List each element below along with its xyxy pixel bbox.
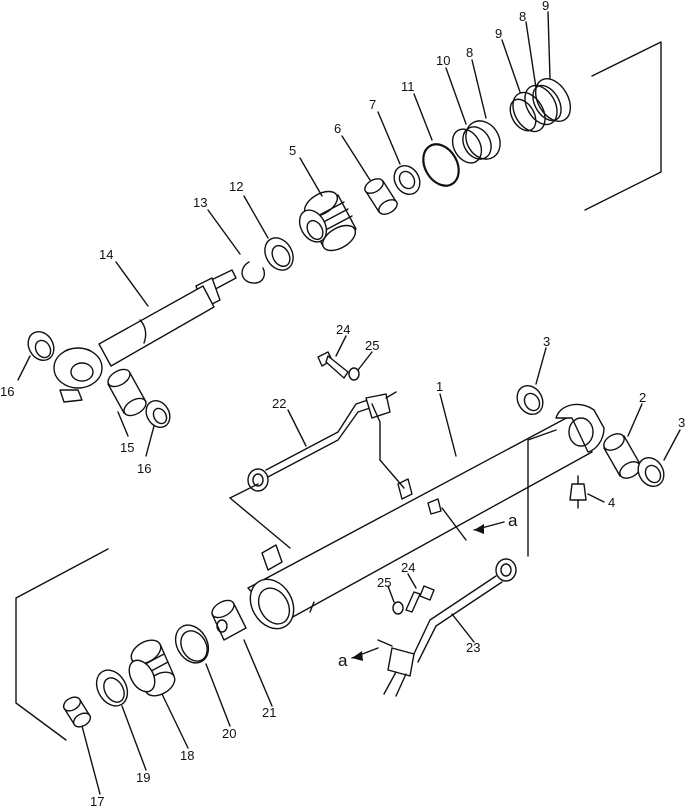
part-20-ring [174,624,210,664]
callout-8-b: 8 [466,45,473,60]
part-7-bearing-ring [393,164,421,196]
callout-3-b: 3 [678,415,685,430]
part-9-ring-b [509,91,546,133]
part-2-bushing [603,433,641,479]
part-3-seal-right-a [516,384,544,416]
callout-25-a: 25 [365,338,379,353]
part-3-seal-right-b [637,456,665,488]
callout-3-a: 3 [543,334,550,349]
part-12-ring [264,237,294,271]
reference-arrow-a-lower [351,647,379,661]
callout-9-a: 9 [542,0,549,13]
part-6-bushing [364,178,398,215]
callout-21: 21 [262,705,276,720]
callout-7: 7 [369,97,376,112]
part-1-cylinder-tube [247,403,605,630]
part-17-ring [62,696,92,728]
part-8-ring-a [524,84,558,126]
callout-2: 2 [639,390,646,405]
reference-marker-a-lower: a [338,651,348,670]
callout-18: 18 [180,748,194,763]
part-21-nut [211,599,247,641]
part-24-bolt-top [317,351,349,379]
callout-14: 14 [99,247,113,262]
callout-23: 23 [466,640,480,655]
lower-assembly-bracket [15,548,109,741]
callout-16-b: 16 [137,461,151,476]
part-4-grease-fitting [569,475,587,509]
callout-19: 19 [136,770,150,785]
callout-17: 17 [90,794,104,809]
callout-5: 5 [289,143,296,158]
callout-8-a: 8 [519,9,526,24]
part-23-tube-assembly [377,558,517,697]
callout-15: 15 [120,440,134,455]
callout-16-a: 16 [0,384,14,399]
callout-9-b: 9 [495,26,502,41]
callout-20: 20 [222,726,236,741]
part-22-tube-assembly [247,391,397,492]
reference-marker-a-upper: a [508,511,518,530]
part-16-seal-left-a [27,330,55,362]
callout-leader-lines [17,11,681,795]
callout-24-a: 24 [336,322,350,337]
part-25-washer-bottom [392,601,404,615]
callout-1: 1 [436,379,443,394]
callout-24-b: 24 [401,560,415,575]
connection-leaders [229,403,557,557]
callout-13: 13 [193,195,207,210]
callout-4: 4 [608,495,615,510]
callout-22: 22 [272,396,286,411]
part-9-ring-a [532,78,572,122]
part-14-piston-rod [53,269,237,403]
callout-6: 6 [334,121,341,136]
callout-25-b: 25 [377,575,391,590]
part-5-piston [298,190,357,252]
part-16-seal-left-b [145,399,171,429]
callout-12: 12 [229,179,243,194]
part-8-ring-b [462,120,501,160]
callout-11: 11 [401,79,415,94]
part-15-bushing [107,368,147,417]
part-10-ring [451,128,483,164]
part-24-bolt-bottom [405,585,435,613]
callout-10: 10 [436,53,450,68]
part-25-washer-top [348,367,360,381]
part-13-snap-ring [241,261,265,284]
part-18-head [128,639,176,697]
reference-arrow-a-upper [473,521,505,534]
part-11-o-ring [422,143,460,187]
upper-assembly-bracket [584,41,662,211]
part-19-ring [95,669,129,707]
